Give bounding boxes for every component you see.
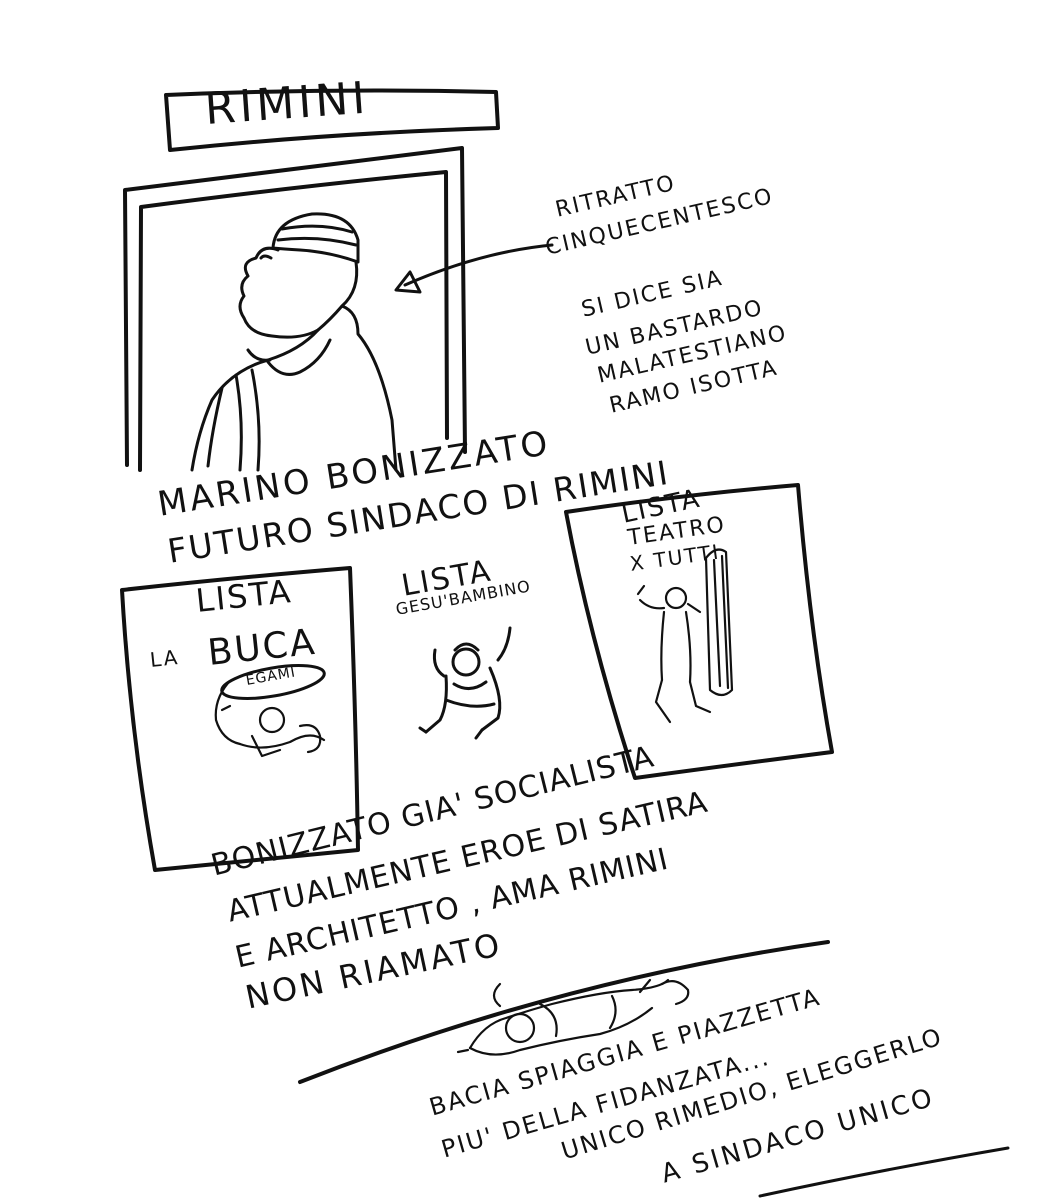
signature-underline <box>758 1146 1010 1198</box>
portrait-note-arrow <box>394 243 554 294</box>
poster-buca-figure <box>214 681 326 758</box>
portrait-frame <box>123 146 467 472</box>
title-sign-frame <box>164 88 500 152</box>
beach-scene <box>298 940 830 1084</box>
portrait-figure <box>190 212 398 472</box>
poster-teatro-figures <box>636 548 734 724</box>
poster-buca-line2a: LA <box>148 645 181 672</box>
kissing-figure <box>456 978 690 1056</box>
poster-buca <box>120 566 360 872</box>
poster-teatro <box>564 483 834 780</box>
title-text: RIMINI <box>203 72 371 135</box>
gesu-bambino-figure <box>418 626 512 740</box>
poster-buca-line1: LISTA <box>194 572 294 620</box>
